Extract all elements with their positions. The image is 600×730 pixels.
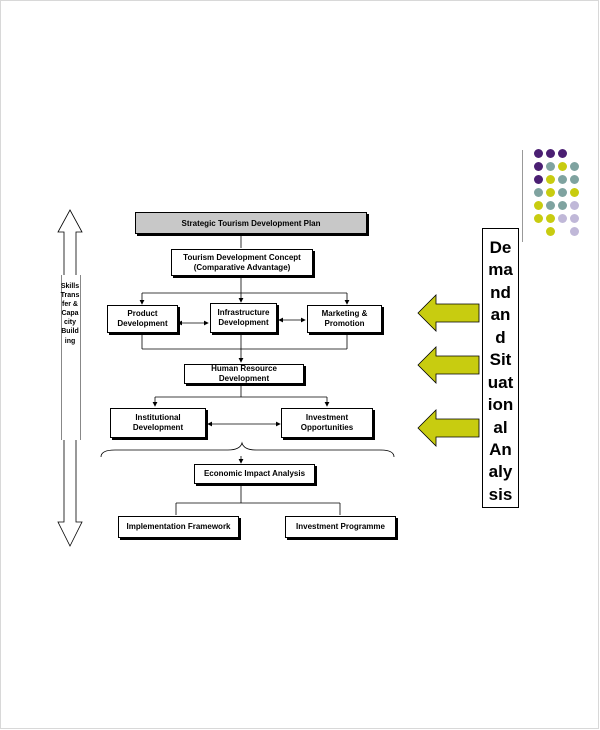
brace — [100, 441, 395, 458]
diagram-title: Strategic Tourism Development Plan — [135, 212, 367, 234]
decorative-dot — [570, 162, 579, 171]
decorative-dot — [534, 149, 543, 158]
decorative-dot — [546, 149, 555, 158]
skills-shaft — [61, 275, 81, 440]
skills-label-line: Skills — [60, 283, 80, 290]
skills-arrow-down-head — [57, 435, 83, 547]
marketing-promotion-box: Marketing &Promotion — [307, 305, 382, 333]
demand-arrows — [417, 294, 480, 447]
decorative-dot — [570, 175, 579, 184]
tourism-concept-box: Tourism Development Concept(Comparative … — [171, 249, 313, 276]
investment-programme-box: Investment Programme — [285, 516, 396, 538]
skills-label-line: fer & — [62, 301, 78, 309]
decorative-dot — [546, 214, 555, 223]
decorative-dot — [558, 188, 567, 197]
demand-label-line: d — [495, 327, 506, 347]
skills-label-line: city — [63, 319, 77, 327]
demand-label-line: An — [489, 439, 512, 459]
decorative-dot — [570, 188, 579, 197]
decorative-dot — [546, 188, 555, 197]
demand-label-line: De — [489, 238, 512, 257]
decorative-dot — [534, 201, 543, 210]
demand-arrow-1 — [417, 294, 480, 332]
decorative-dot — [570, 227, 579, 236]
demand-arrow-3 — [417, 409, 480, 447]
decorative-dot — [534, 214, 543, 223]
decorative-dot — [546, 201, 555, 210]
decorative-dot — [558, 162, 567, 171]
skills-label-line: Trans — [60, 292, 80, 300]
demand-label-line: Sit — [489, 350, 512, 370]
hrd-box: Human Resource Development — [184, 364, 304, 384]
decorative-dot — [558, 175, 567, 184]
decorative-dot — [534, 175, 543, 184]
demand-arrow-2 — [417, 346, 480, 384]
demand-label-line: nd — [490, 282, 511, 302]
decorative-dot — [546, 175, 555, 184]
demand-label-line: al — [493, 417, 508, 437]
decorative-dot — [558, 149, 567, 158]
demand-label-line: an — [490, 305, 511, 325]
demand-label-line: ion — [487, 395, 514, 415]
skills-label-line: Build — [61, 328, 79, 336]
decorative-dot — [546, 227, 555, 236]
demand-label-line: aly — [488, 462, 513, 482]
decorative-dot — [558, 214, 567, 223]
demand-label-line: uat — [487, 372, 514, 392]
economic-impact-box: Economic Impact Analysis — [194, 464, 315, 484]
decorative-dot — [558, 201, 567, 210]
decorative-dot — [546, 162, 555, 171]
skills-label-line: Capa — [61, 310, 79, 318]
decorative-dot — [570, 201, 579, 210]
implementation-framework-box: Implementation Framework — [118, 516, 239, 538]
decorative-dot — [534, 162, 543, 171]
decorative-dot — [570, 214, 579, 223]
demand-label-line: sis — [488, 484, 513, 504]
decorative-vertical-line — [522, 150, 523, 242]
skills-label-line: ing — [64, 337, 76, 345]
demand-label-line: ma — [488, 260, 513, 280]
decorative-dot — [534, 188, 543, 197]
